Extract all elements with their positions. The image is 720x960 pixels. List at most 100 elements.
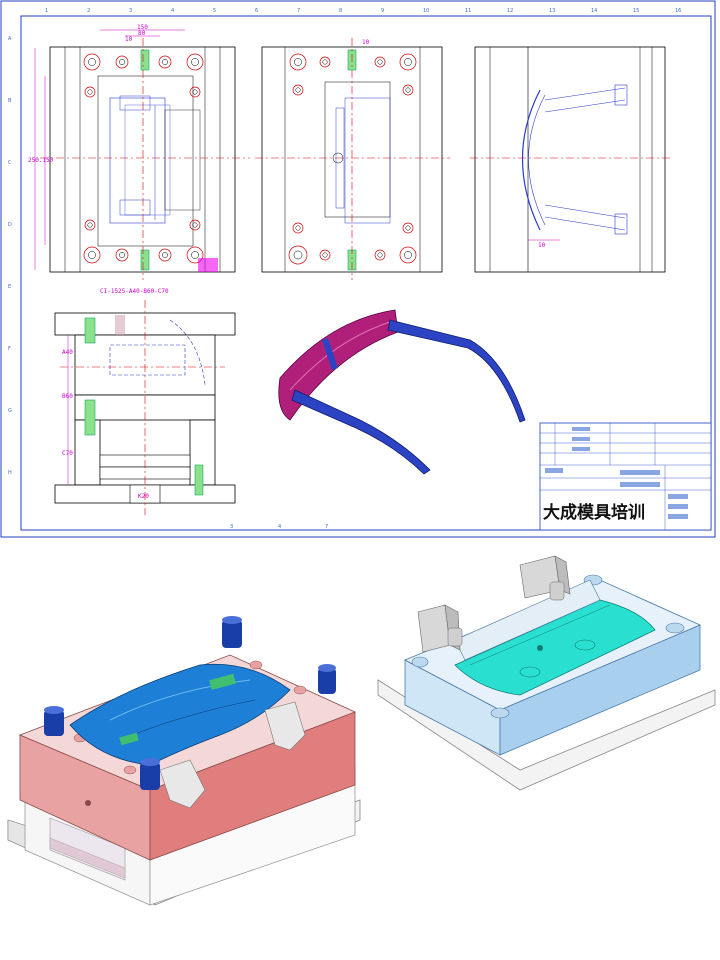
- left-ruler-label: D: [8, 222, 12, 228]
- dim-width-inner-b: 10: [125, 36, 133, 43]
- dim-top-right: 10: [362, 39, 370, 46]
- bolt-hole-inner: [87, 89, 93, 95]
- bolt-hole-inner: [295, 225, 301, 231]
- bolt-hole-icon: [158, 55, 172, 69]
- bolt-hole-inner: [377, 59, 383, 65]
- left-ruler-label: A: [8, 36, 12, 42]
- mid-plan-view: 10: [255, 38, 450, 280]
- bolt-hole-inner: [405, 87, 411, 93]
- bolt-hole-icon: [83, 246, 101, 264]
- core-insert: [454, 599, 656, 696]
- top-ruler-label: 15: [633, 8, 639, 14]
- bolt-hole-inner: [404, 58, 412, 66]
- top-ruler-label: 13: [549, 8, 555, 14]
- sheet-inner-border: [20, 15, 712, 531]
- bolt-hole-icon: [189, 86, 201, 98]
- top-ruler-label: 6: [255, 8, 258, 14]
- bolt-hole-icon: [186, 246, 204, 264]
- mold-renders: [7, 555, 716, 906]
- dim-width-inner-a: 80: [138, 30, 146, 37]
- sprue-icon: [537, 645, 543, 651]
- bolt-hole-icon: [83, 53, 101, 71]
- sunglasses-product-render: [278, 309, 526, 475]
- bolt-hole-inner: [191, 251, 199, 259]
- bolt-hole-inner: [294, 58, 302, 66]
- left-ruler-label: H: [8, 470, 12, 476]
- top-ruler-label: 2: [87, 8, 90, 14]
- top-ruler-label: 5: [213, 8, 216, 14]
- dim-side-a: A40: [62, 349, 73, 356]
- bolt-hole-icon: [186, 53, 204, 71]
- bolt-hole-icon: [402, 84, 414, 96]
- top-ruler-label: 4: [171, 8, 174, 14]
- bolt-hole-inner: [162, 252, 168, 258]
- bolt-hole-icon: [289, 53, 307, 71]
- temple-right: [387, 319, 526, 423]
- bolt-hole-icon: [319, 56, 331, 68]
- dim-side-b: B60: [62, 393, 73, 400]
- left-ruler-label: F: [8, 346, 11, 352]
- bolt-hole-inner: [119, 59, 125, 65]
- bolt-hole-icon: [292, 222, 304, 234]
- plan-view: 150 80 10 250.150: [28, 24, 250, 280]
- top-ruler-label: 9: [381, 8, 384, 14]
- bolt-hole-icon: [399, 246, 417, 264]
- bolt-hole-icon: [115, 248, 129, 262]
- left-ruler-label: C: [8, 160, 12, 166]
- side-view: 10: [470, 46, 670, 273]
- bolt-hole-inner: [322, 59, 328, 65]
- sheet-outer-border: [0, 0, 716, 538]
- dim-side-k: K20: [138, 493, 149, 500]
- left-ruler-label: G: [8, 408, 12, 414]
- bottom-ruler-3: 7: [325, 524, 328, 530]
- bolt-hole-inner: [87, 222, 93, 228]
- bolt-hole-icon: [402, 222, 414, 234]
- bottom-ruler-1: 3: [230, 524, 233, 530]
- bolt-hole-icon: [84, 219, 96, 231]
- bolt-hole-icon: [115, 55, 129, 69]
- bolt-hole-icon: [158, 248, 172, 262]
- model-code: CI-1525-A40-B60-C70: [100, 288, 169, 295]
- bolt-hole-inner: [377, 252, 383, 258]
- bolt-hole-icon: [374, 56, 386, 68]
- guide-pin-icon: [44, 616, 336, 790]
- bolt-hole-inner: [162, 59, 168, 65]
- top-ruler-label: 7: [297, 8, 300, 14]
- top-ruler-label: 12: [507, 8, 513, 14]
- left-ruler-label: B: [8, 98, 12, 104]
- cavity-mold-render: [7, 616, 361, 906]
- bolt-hole-icon: [288, 245, 308, 265]
- bolt-hole-icon: [399, 53, 417, 71]
- top-ruler-label: 14: [591, 8, 597, 14]
- bolt-hole-inner: [404, 251, 412, 259]
- bolt-hole-icon: [189, 219, 201, 231]
- bolt-hole-icon: [292, 84, 304, 96]
- bolt-hole-icon: [319, 249, 331, 261]
- bolt-hole-inner: [405, 225, 411, 231]
- bolt-hole-inner: [191, 58, 199, 66]
- dim-width-top: 150: [137, 24, 148, 31]
- temple-left: [291, 389, 431, 475]
- bolt-hole-inner: [88, 58, 96, 66]
- dim-side-c: C70: [62, 450, 73, 457]
- bolt-hole-icon: [84, 86, 96, 98]
- top-ruler-label: 10: [423, 8, 429, 14]
- bolt-hole-inner: [293, 250, 303, 260]
- bolt-hole-icon: [83, 53, 204, 264]
- top-ruler-label: 11: [465, 8, 471, 14]
- top-ruler-label: 8: [339, 8, 342, 14]
- dim-bottom-right: 10: [538, 242, 546, 249]
- bottom-ruler-2: 4: [278, 524, 281, 530]
- bolt-hole-icon: [374, 249, 386, 261]
- lens: [278, 309, 399, 421]
- bolt-hole-inner: [295, 87, 301, 93]
- bolt-hole-inner: [322, 252, 328, 258]
- dim-height-side: 250.150: [28, 157, 54, 164]
- bolt-hole-inner: [88, 251, 96, 259]
- top-ruler-label: 16: [675, 8, 681, 14]
- top-ruler-label: 1: [45, 8, 48, 14]
- title-block: 大成模具培训: [539, 422, 712, 531]
